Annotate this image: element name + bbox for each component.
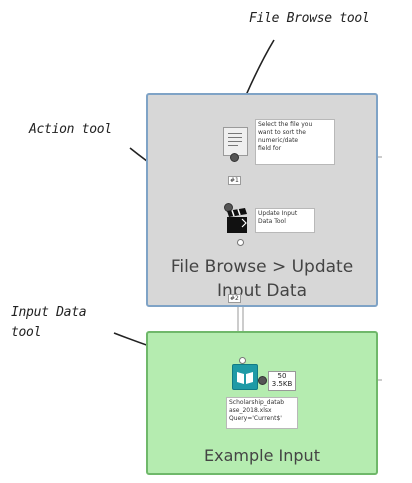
open-book-icon [237,372,253,384]
callout-input-data-tool-line2: tool [11,325,42,340]
annotation-line: Update Input [258,210,298,217]
input-data-annotation: Scholarship_datab ase_2018.xlsx Query='C… [226,397,298,429]
input-data-tool[interactable] [232,364,258,390]
input-data-stats: 50 3.5KB [268,371,296,391]
file-browse-output-anchor[interactable] [230,153,239,162]
connection-label-1: #1 [228,176,241,185]
file-browse-annotation: Select the file you want to sort the num… [255,119,335,165]
callout-action-tool: Action tool [29,122,112,137]
action-tool[interactable] [225,207,249,235]
annotation-line: Data Tool [258,218,286,225]
container-label-line2: Input Data [216,281,307,301]
data-size: 3.5KB [271,380,293,388]
callout-file-browse-tool: File Browse tool [249,11,370,26]
container-label: File Browse > Update Input Data [148,255,376,303]
action-annotation: Update Input Data Tool [255,208,315,233]
input-data-output-anchor[interactable] [258,376,267,385]
callout-input-data-tool-line1: Input Data [11,305,87,320]
container-label: Example Input [204,446,320,465]
clapperboard-icon [227,208,247,233]
file-browse-tool[interactable] [223,127,248,156]
annotation-line: field for [258,145,282,152]
annotation-line: Select the file you [258,121,313,128]
container-label-line1: File Browse > Update [170,257,354,277]
annotation-line: Query='Current$' [229,415,282,422]
connection-label-2: #2 [228,294,241,303]
annotation-line: numeric/date [258,137,299,144]
annotation-line: ase_2018.xlsx [229,407,272,414]
annotation-line: Scholarship_datab [229,399,285,406]
input-data-input-anchor[interactable] [239,357,246,364]
record-count: 50 [277,372,287,380]
annotation-line: want to sort the [258,129,306,136]
action-output-anchor[interactable] [237,239,244,246]
